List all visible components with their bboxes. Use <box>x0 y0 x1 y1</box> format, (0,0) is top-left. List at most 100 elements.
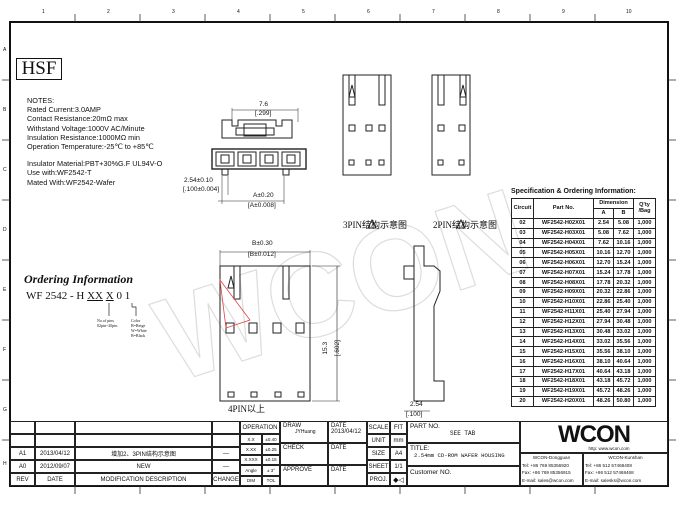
rev-a0-date: 2012/09/07 <box>35 460 75 473</box>
note-line: Contact Resistance:20mΩ max <box>27 114 128 124</box>
spec-dim-b: 10.16 <box>613 237 634 249</box>
spec-dim-a: 17.78 <box>593 277 614 289</box>
spec-dim-b: 27.94 <box>613 306 634 318</box>
spec-qty: 1,000 <box>633 217 656 229</box>
zone-row-e: E <box>3 287 7 293</box>
dim-width-in: [.299] <box>255 110 272 117</box>
spec-dim-a: 35.56 <box>593 346 614 358</box>
scale-label: SCALE <box>367 421 390 434</box>
zone-col-3: 3 <box>172 9 175 15</box>
rev-cell <box>35 421 75 434</box>
dim-height: 15.3 <box>322 341 330 355</box>
spec-dim-a: 12.70 <box>593 257 614 269</box>
spec-circuit: 04 <box>511 237 534 249</box>
spec-part-no: WF2542-H08X01 <box>533 277 594 289</box>
rev-cell <box>75 421 212 434</box>
spec-qty: 1,000 <box>633 316 656 328</box>
rev-cell <box>10 421 35 434</box>
customer-no-cell: Customer NO. <box>407 466 520 486</box>
color-option: B=Black <box>131 333 146 338</box>
spec-dim-a: 10.16 <box>593 247 614 259</box>
spec-circuit: 16 <box>511 356 534 368</box>
size-label: SIZE <box>367 447 390 460</box>
proj-label: PROJ. <box>367 473 390 486</box>
spec-part-no: WF2542-H10X01 <box>533 296 594 308</box>
desc-header: MODIFICATION DESCRIPTION <box>75 473 212 486</box>
tol-dim: X.X <box>240 434 262 445</box>
spec-part-no: WF2542-H09X01 <box>533 287 594 298</box>
color-note: Color B=Beige W=White B=Black <box>131 318 147 338</box>
spec-circuit: 15 <box>511 346 534 358</box>
tol-value: TOL <box>262 475 280 486</box>
draw-label: DRAW <box>283 423 302 429</box>
zone-col-9: 9 <box>562 9 565 15</box>
unit-label: UNIT <box>367 434 390 447</box>
website: http: www.wcon.com <box>588 445 630 451</box>
draw-name: JYHuang <box>295 429 316 435</box>
rev-a0-change: — <box>212 460 240 473</box>
zone-col-5: 5 <box>302 9 305 15</box>
spec-dim-a: 27.94 <box>593 316 614 328</box>
spec-dim-a: 43.18 <box>593 376 614 387</box>
spec-qty: 1,000 <box>633 336 656 348</box>
office-email: E-mail: salesks@wcon.com <box>585 477 642 483</box>
col-a: A <box>593 207 614 219</box>
zone-row-d: D <box>3 227 7 233</box>
spec-dim-b: 17.78 <box>613 267 634 279</box>
spec-part-no: WF2542-H18X01 <box>533 376 594 387</box>
title-block: A1 2013/04/12 增加2、3PIN结构示意图 — A0 2012/09… <box>10 421 668 486</box>
spec-circuit: 08 <box>511 277 534 289</box>
office-name: WCON-Dongguan <box>532 455 571 460</box>
spec-circuit: 07 <box>511 267 534 279</box>
spec-qty: 1,000 <box>633 306 656 318</box>
office-tel: Tel: +86 769 85356920 <box>522 462 569 468</box>
spec-part-no: WF2542-H17X01 <box>533 366 594 378</box>
spec-qty: 1,000 <box>633 257 656 269</box>
dim-width: 7.6 <box>259 101 269 108</box>
zone-col-10: 10 <box>626 9 632 15</box>
dim-side-pitch: 2.54 <box>410 401 423 408</box>
spec-part-no: WF2542-H11X01 <box>533 306 594 318</box>
date-label: DATE <box>331 423 347 429</box>
label-4pin: 4PIN以上 <box>228 404 266 414</box>
part-no-label: PART NO. <box>410 423 440 430</box>
spec-dim-b: 48.26 <box>613 385 634 397</box>
code-base: WF 2542 - H <box>26 290 85 302</box>
spec-part-no: WF2542-H12X01 <box>533 316 594 328</box>
spec-title: Specification & Ordering Information: <box>511 188 636 195</box>
zone-col-1: 1 <box>42 9 45 15</box>
col-dimension: Dimension <box>593 198 634 209</box>
rev-a1: A1 <box>10 447 35 460</box>
spec-part-no: WF2542-H16X01 <box>533 356 594 368</box>
zone-row-c: C <box>3 167 7 173</box>
spec-qty: 1,000 <box>633 395 656 407</box>
title-value: 2.54mm CD-ROM WAFER HOUSING <box>414 452 505 459</box>
spec-dim-a: 38.10 <box>593 356 614 368</box>
spec-circuit: 03 <box>511 227 534 239</box>
zone-col-7: 7 <box>432 9 435 15</box>
rev-cell <box>212 421 240 434</box>
dim-b-in: [B±0.012] <box>248 251 276 258</box>
zone-col-8: 8 <box>497 9 500 15</box>
title-label: TITLE: <box>410 445 430 452</box>
office-tel: Tel: +86 512 57468408 <box>585 462 632 468</box>
tol-value: ±0.15 <box>262 454 280 466</box>
label-2pin: 2PIN结构示意图 <box>433 220 498 230</box>
pins-note: No.of pins 02pin~20pin <box>97 318 117 328</box>
spec-circuit: 06 <box>511 257 534 269</box>
tol-value: ± 3° <box>262 465 280 476</box>
office-kunshan: WCON-Kunshan Tel: +86 512 57468408 Fax: … <box>583 453 668 486</box>
sheet-value: 1/1 <box>390 460 407 473</box>
spec-circuit: 12 <box>511 316 534 328</box>
spec-dim-a: 48.26 <box>593 395 614 407</box>
col-b: B <box>613 207 634 219</box>
dim-pitch: 2.54±0.10 <box>184 177 213 184</box>
color-label: Color <box>131 318 141 323</box>
